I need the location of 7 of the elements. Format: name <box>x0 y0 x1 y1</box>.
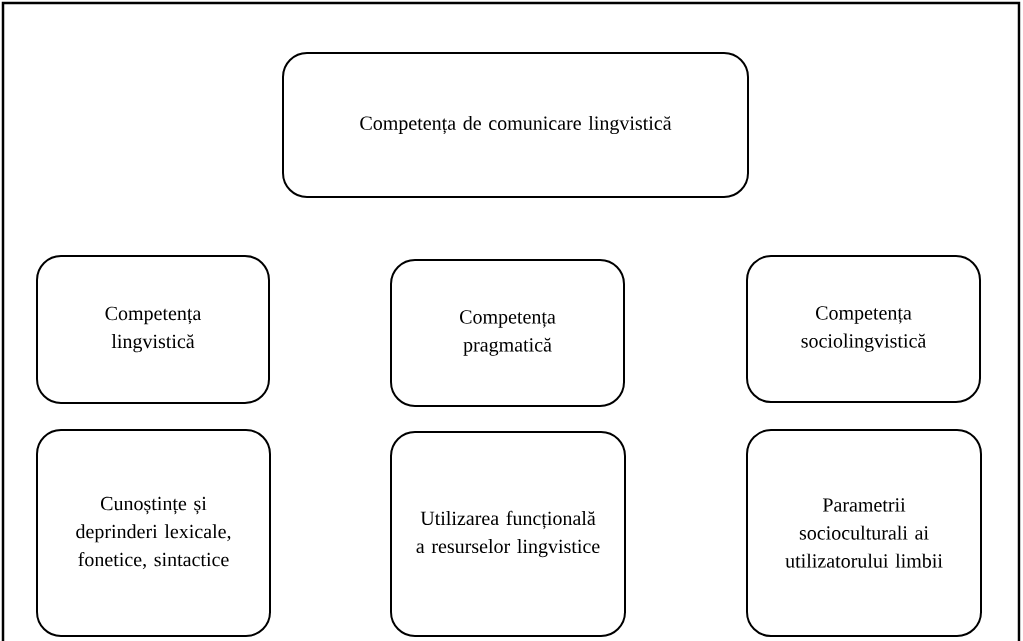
text-box: Parametrii socioculturali ai utilizatorului limbii <box>746 429 982 637</box>
text-box: Competența lingvistică <box>36 255 270 404</box>
text-box: Utilizarea funcțională a resurselor lingvistice <box>390 431 626 637</box>
text-box: Competența de comunicare lingvistică <box>282 52 749 198</box>
text-box: Competența sociolingvistică <box>746 255 981 403</box>
text-box: Competența pragmatică <box>390 259 625 407</box>
text-box: Cunoștințe și deprinderi lexicale, fonetice, sintactice <box>36 429 271 637</box>
